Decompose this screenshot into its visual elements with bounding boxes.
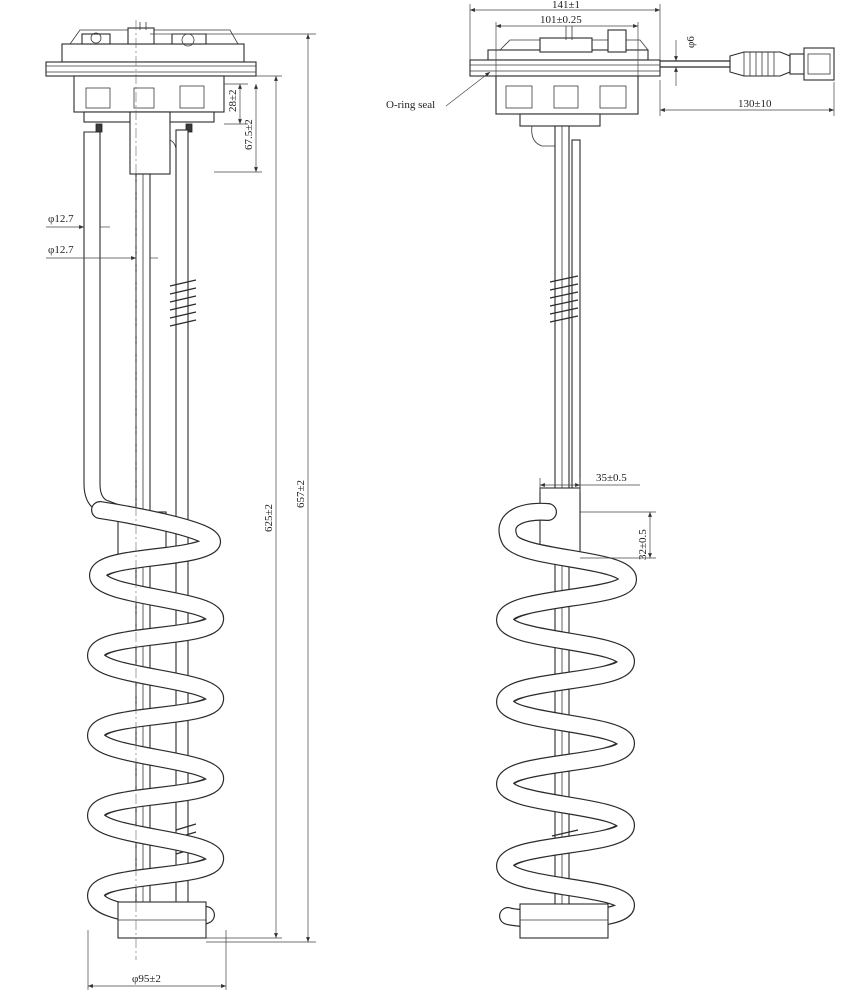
left-coil xyxy=(87,501,224,939)
left-head xyxy=(45,22,257,175)
right-dimensions xyxy=(445,4,835,559)
right-rod xyxy=(539,125,581,937)
right-view: 141±1 101±0.25 φ6 130±10 O-ring seal 35±… xyxy=(386,0,835,939)
left-module-height: 67.5±2 xyxy=(243,119,255,150)
left-pipe-diameter-2: φ12.7 xyxy=(48,244,74,256)
left-flange-height: 28±2 xyxy=(227,89,239,112)
left-overall-length: 657±2 xyxy=(295,480,307,508)
right-seal-label: O-ring seal xyxy=(386,99,435,111)
right-cable-diameter: φ6 xyxy=(685,36,697,48)
right-cable xyxy=(660,47,835,81)
right-sensor-height: 32±0.5 xyxy=(637,529,649,560)
right-cable-length: 130±10 xyxy=(738,98,772,110)
right-coil xyxy=(496,502,637,939)
left-dimensions xyxy=(46,20,316,990)
left-pipe-diameter-1: φ12.7 xyxy=(48,213,74,225)
right-module-width: 101±0.25 xyxy=(540,14,582,26)
right-head xyxy=(469,26,661,147)
right-flange-width: 141±1 xyxy=(552,0,580,11)
left-view: φ12.7 φ12.7 28±2 67.5±2 625±2 657±2 φ95±… xyxy=(45,20,316,990)
right-sensor-width: 35±0.5 xyxy=(596,472,627,484)
left-coil-length: 625±2 xyxy=(263,504,275,532)
left-coil-diameter: φ95±2 xyxy=(132,973,161,985)
